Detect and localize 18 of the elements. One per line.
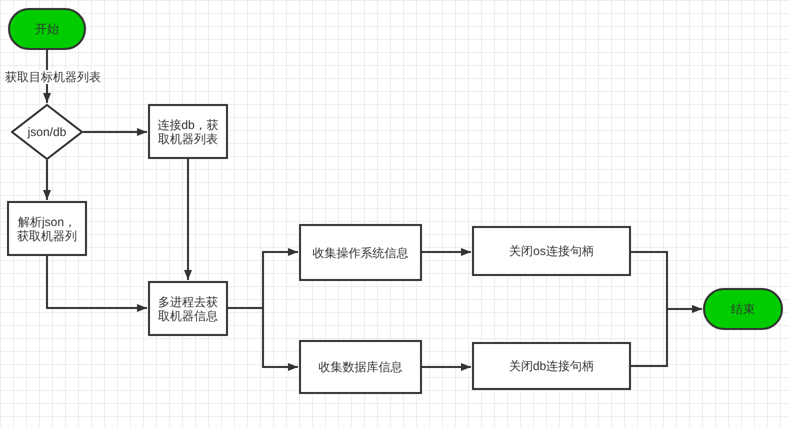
process-box: 连接db，获取机器列表: [148, 104, 228, 159]
process-box: 收集数据库信息: [299, 340, 422, 394]
arrow: [422, 363, 471, 371]
process-box: 关闭os连接句柄: [472, 226, 631, 276]
edge-label: 获取目标机器列表: [5, 70, 101, 84]
process-box: 关闭db连接句柄: [472, 342, 631, 390]
arrow: [43, 160, 51, 200]
arrow: [184, 159, 192, 280]
process-box: 收集操作系统信息: [299, 224, 422, 281]
decision-diamond: json/db: [11, 104, 83, 160]
arrow: [422, 248, 471, 256]
arrow: [228, 307, 298, 371]
process-box: 解析json，获取机器列: [7, 201, 87, 256]
arrow: [46, 256, 147, 312]
process-box: 多进程去获取机器信息: [148, 281, 228, 336]
end-terminal: 结束: [703, 288, 783, 330]
arrow: [83, 128, 147, 136]
arrow: [631, 305, 702, 367]
